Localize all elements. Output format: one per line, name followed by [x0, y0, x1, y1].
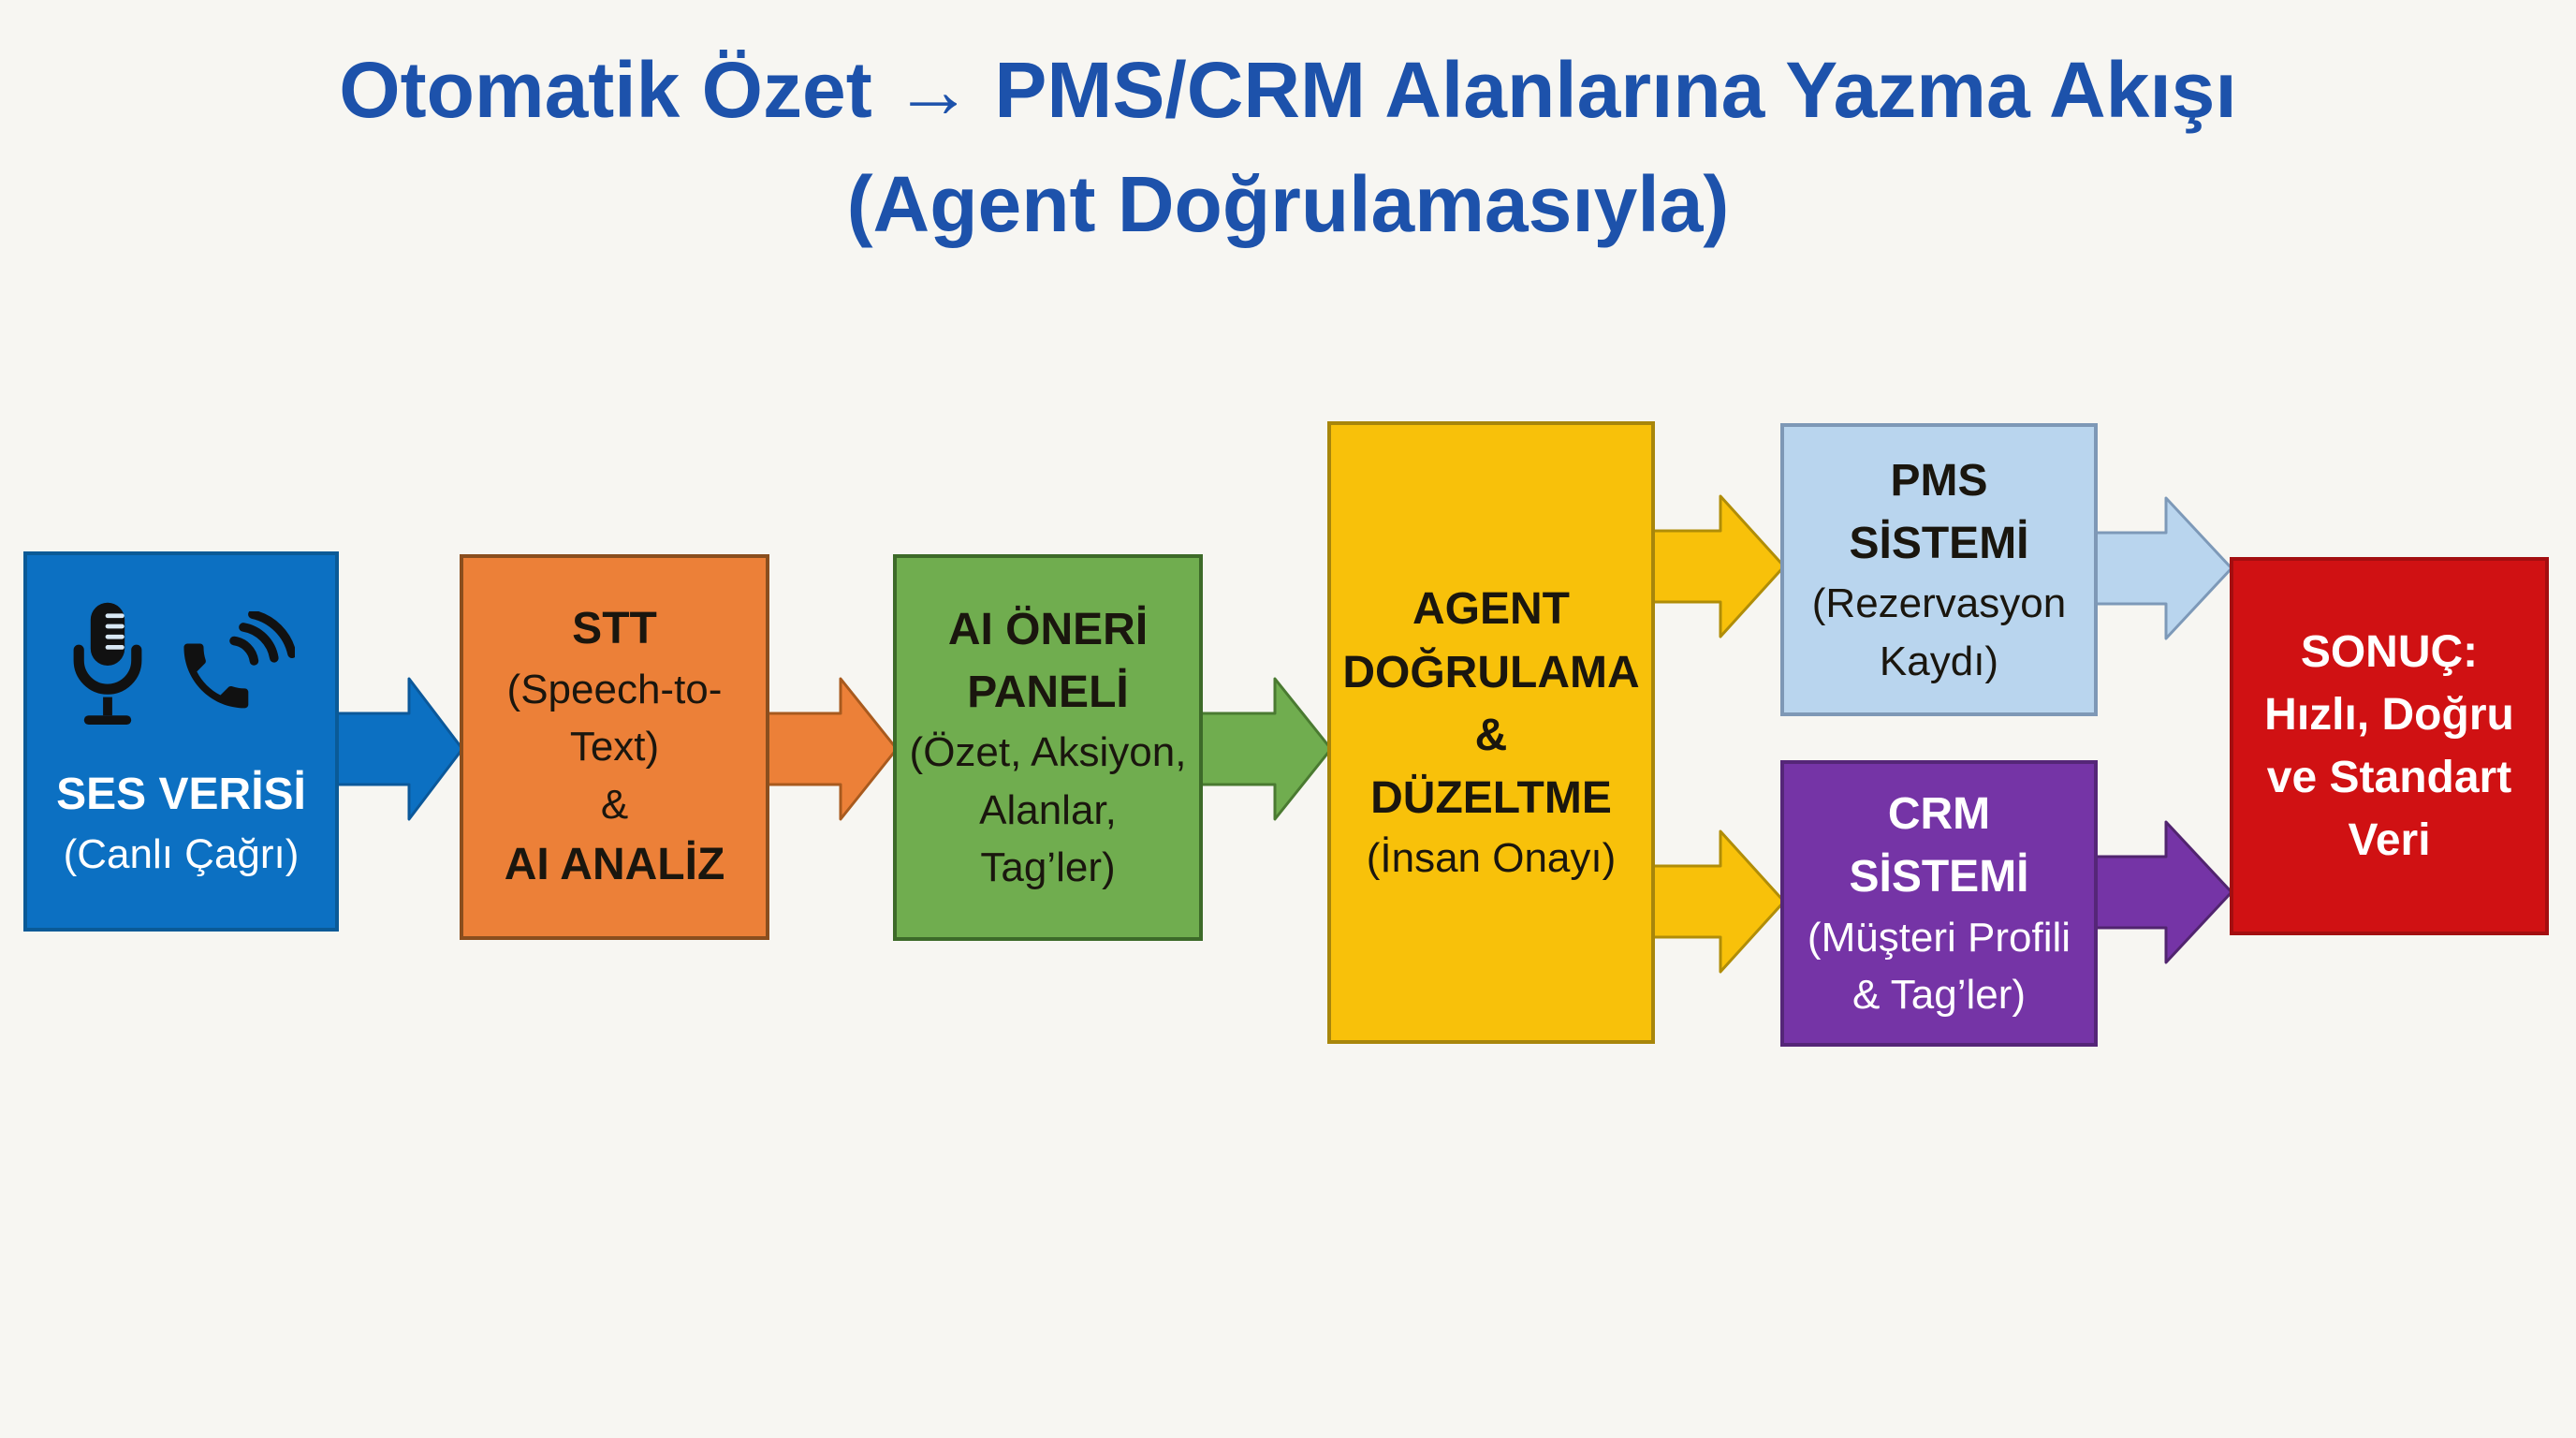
voice-icons-row	[68, 600, 295, 731]
node-pms-line: Kaydı)	[1879, 638, 1999, 684]
node-pms-line: PMS	[1890, 455, 1988, 506]
arrow-crm-to-result-icon	[2093, 820, 2233, 964]
page-title-line2: (Agent Doğrulamasıyla)	[846, 159, 1730, 248]
node-panel-line: PANELİ	[967, 668, 1129, 718]
arrow-pms-to-result-icon	[2093, 496, 2233, 640]
node-agent-verification: AGENT DOĞRULAMA & DÜZELTME (İnsan Onayı)	[1327, 421, 1655, 1044]
node-stt-line: Text)	[569, 724, 660, 770]
node-result-line: Hızlı, Doğru	[2264, 689, 2514, 740]
node-panel-line: AI ÖNERİ	[947, 604, 1149, 654]
node-stt-line: AI ANALİZ	[504, 840, 725, 890]
arrow-panel-to-agent-icon	[1198, 677, 1333, 821]
page-title: Otomatik Özet → PMS/CRM Alanlarına Yazma…	[0, 34, 2576, 262]
node-panel-line: Tag’ler)	[980, 844, 1116, 891]
node-result-line: ve Standart	[2266, 753, 2512, 802]
node-agent-line: &	[1474, 710, 1508, 760]
node-stt-line: &	[600, 781, 629, 828]
node-agent-line: AGENT	[1412, 584, 1570, 635]
node-crm-line: CRM	[1887, 789, 1991, 840]
node-stt-line: (Speech-to-	[506, 666, 723, 712]
node-agent-line: (İnsan Onayı)	[1366, 835, 1617, 882]
node-pms-line: (Rezervasyon	[1811, 580, 2067, 627]
arrow-agent-to-crm-icon	[1649, 829, 1786, 974]
node-stt-line: STT	[572, 604, 657, 654]
node-ai-suggestion-panel: AI ÖNERİ PANELİ (Özet, Aksiyon, Alanlar,…	[893, 554, 1203, 941]
node-stt-ai-analysis: STT (Speech-to- Text) & AI ANALİZ	[460, 554, 769, 940]
node-result: SONUÇ: Hızlı, Doğru ve Standart Veri	[2230, 557, 2549, 935]
node-crm-line: & Tag’ler)	[1852, 972, 2027, 1019]
node-panel-line: Alanlar,	[979, 786, 1117, 833]
arrow-voice-to-stt-icon	[335, 677, 464, 821]
node-result-line: Veri	[2348, 815, 2431, 866]
node-voice-subtitle: (Canlı Çağrı)	[63, 830, 300, 877]
phone-call-icon	[183, 611, 295, 709]
page-title-line1: Otomatik Özet → PMS/CRM Alanlarına Yazma…	[339, 46, 2237, 134]
microphone-icon	[73, 602, 141, 725]
node-panel-line: (Özet, Aksiyon,	[909, 729, 1187, 776]
node-crm-line: SİSTEMİ	[1849, 852, 2029, 902]
node-agent-line: DOĞRULAMA	[1342, 647, 1640, 697]
node-crm-line: (Müşteri Profili	[1807, 914, 2071, 961]
node-pms-line: SİSTEMİ	[1849, 518, 2029, 568]
arrow-agent-to-pms-icon	[1649, 494, 1786, 638]
node-crm-system: CRM SİSTEMİ (Müşteri Profili & Tag’ler)	[1780, 760, 2098, 1047]
node-result-line: SONUÇ:	[2300, 626, 2479, 677]
node-agent-line: DÜZELTME	[1370, 772, 1612, 823]
node-pms-system: PMS SİSTEMİ (Rezervasyon Kaydı)	[1780, 423, 2098, 716]
arrow-stt-to-panel-icon	[764, 677, 899, 821]
node-voice-data: SES VERİSİ (Canlı Çağrı)	[23, 551, 339, 932]
node-voice-title: SES VERİSİ	[56, 769, 306, 819]
